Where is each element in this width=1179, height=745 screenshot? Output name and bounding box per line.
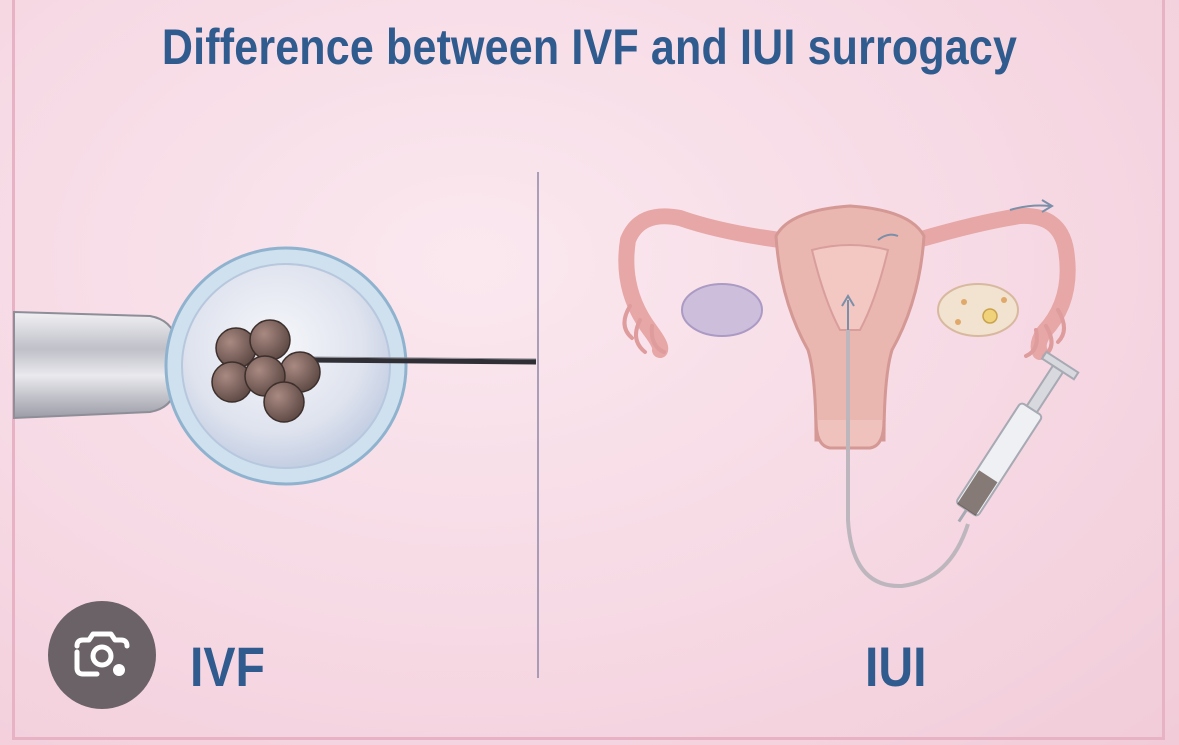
ivf-label: IVF [190, 635, 265, 698]
injection-needle [305, 357, 537, 365]
section-divider [537, 172, 539, 678]
ivf-illustration [13, 246, 537, 486]
right-ovary [937, 283, 1019, 337]
iui-illustration [618, 199, 1080, 589]
iui-label: IUI [865, 635, 927, 698]
left-ovary [681, 283, 763, 337]
camera-search-icon [74, 631, 130, 677]
syringe [956, 350, 1080, 523]
catheter [846, 330, 970, 589]
page-title: Difference between IVF and IUI surrogacy [161, 19, 1018, 75]
lens-button[interactable] [48, 601, 156, 709]
embryo-cells [211, 319, 321, 423]
right-fallopian-tube [910, 207, 1076, 360]
